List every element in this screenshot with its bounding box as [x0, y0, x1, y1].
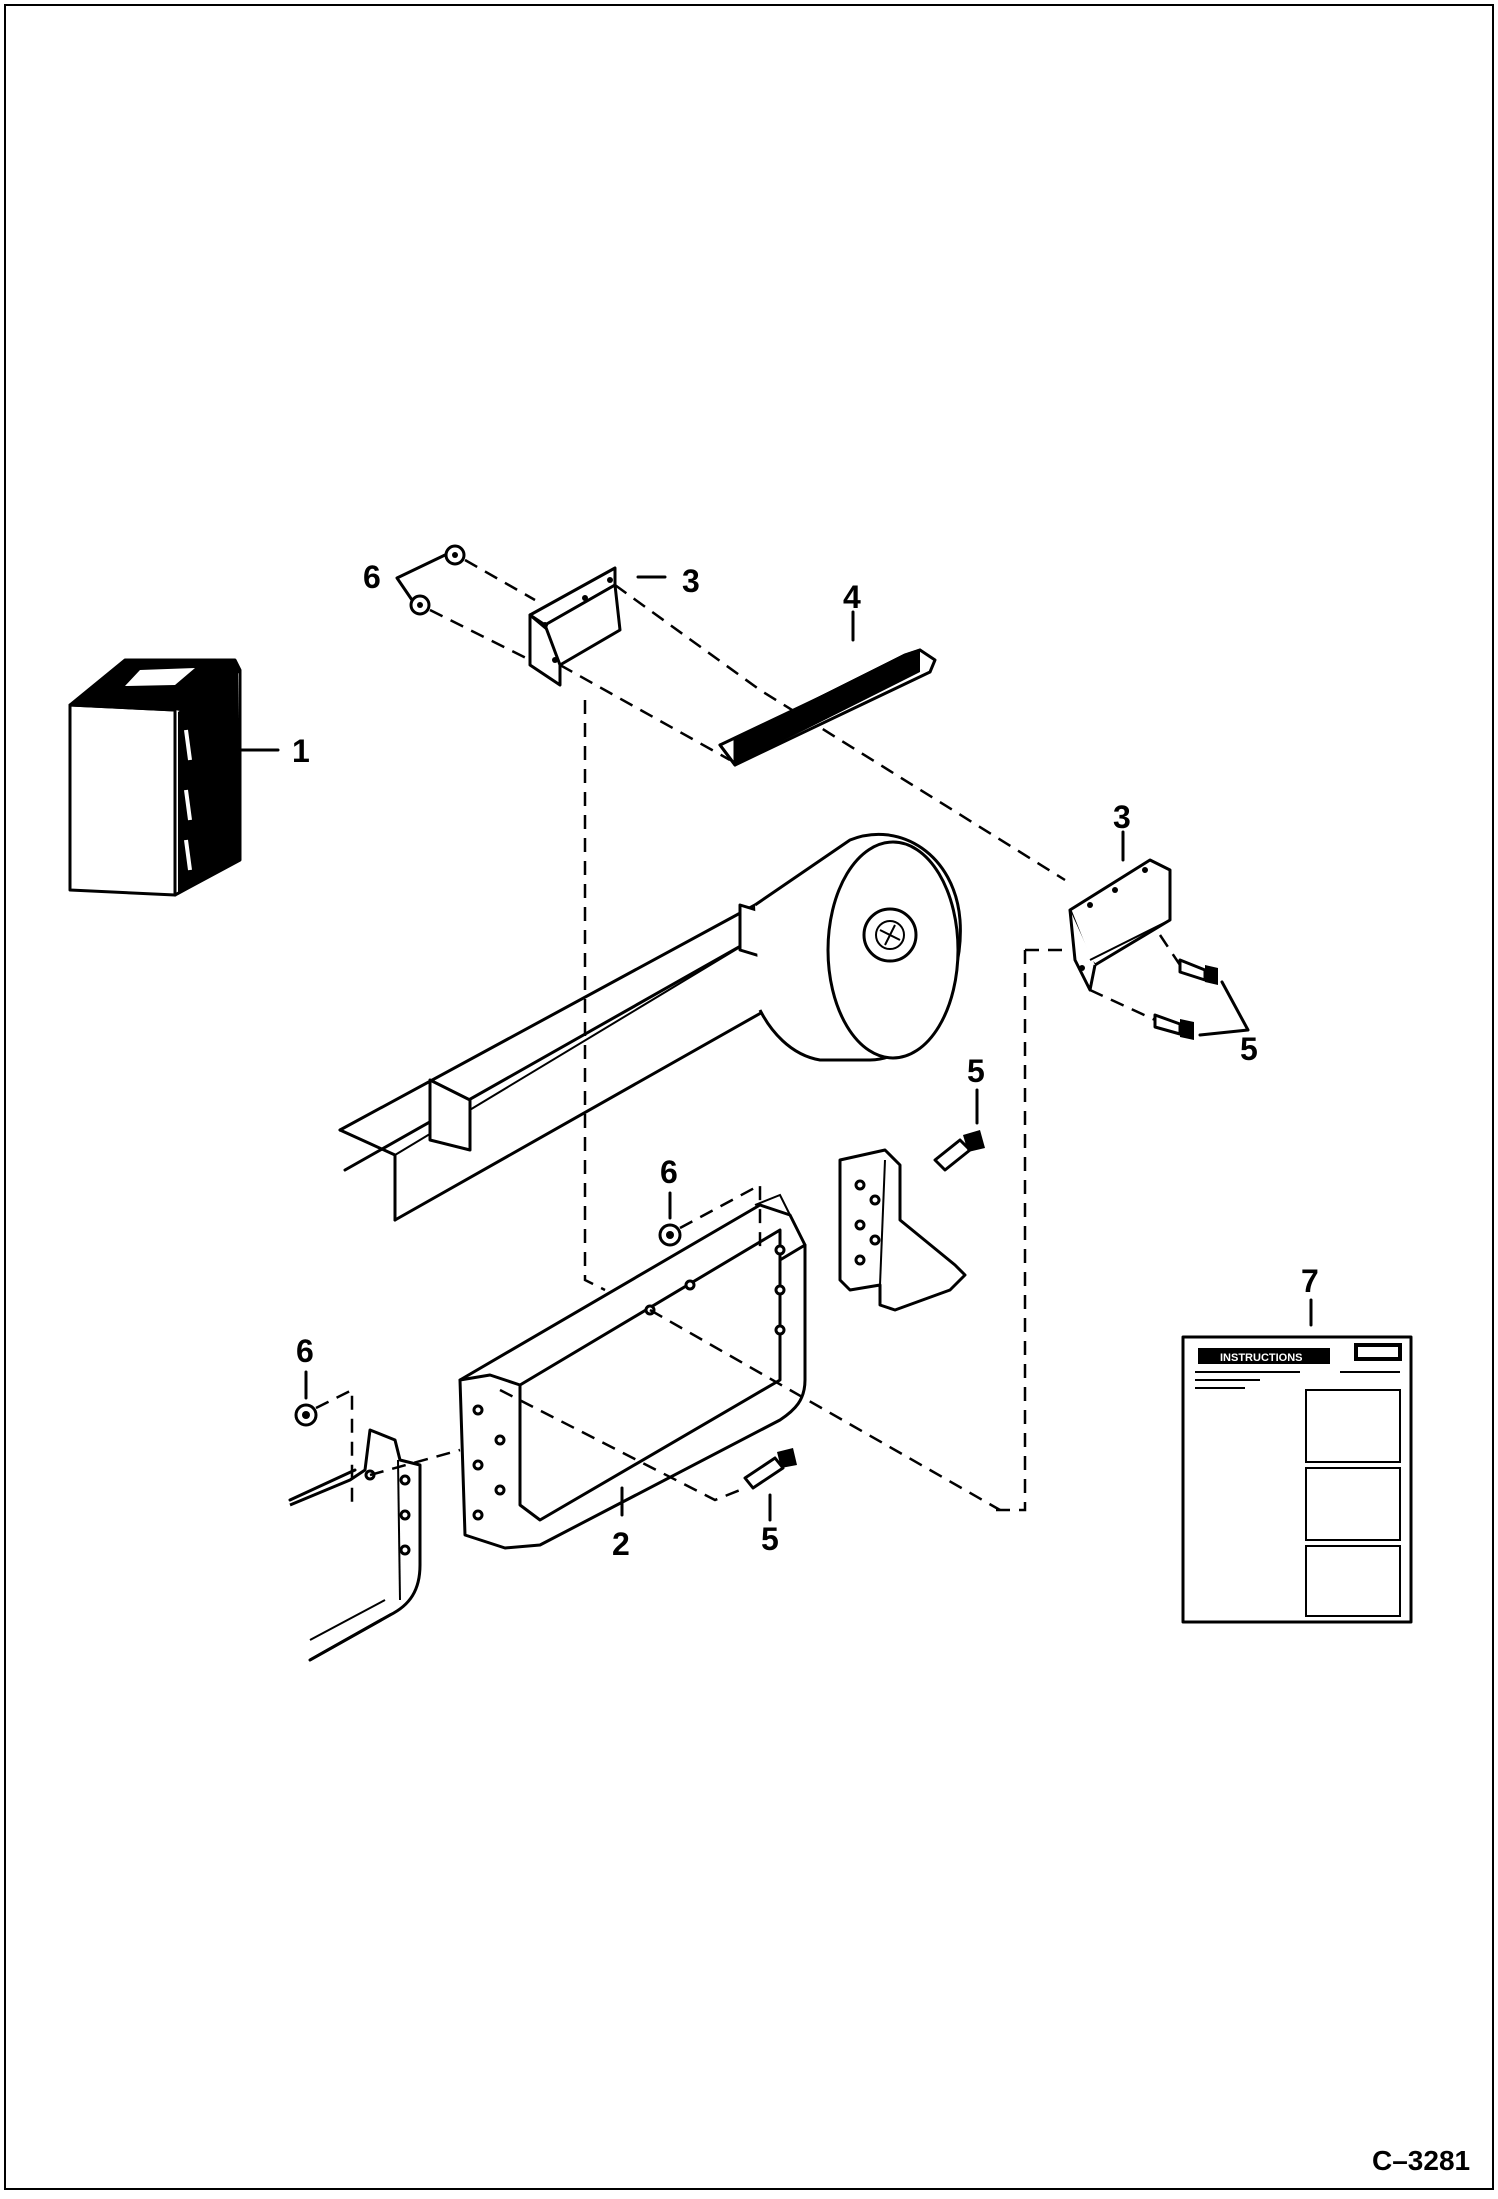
part-7-instruction-sheet: INSTRUCTIONS: [1181, 1335, 1413, 1624]
boom-arm: [338, 832, 962, 1222]
callout-3a: 3: [682, 563, 700, 599]
callout-6c: 6: [296, 1333, 314, 1369]
part-4-cover: [718, 648, 937, 767]
callout-5a: 5: [1240, 1031, 1258, 1067]
callout-7: 7: [1301, 1263, 1319, 1299]
part-6-nut-middle: [658, 1223, 682, 1247]
part-5-bolt-bottom: [743, 1448, 797, 1490]
part-6-nut-lower: [294, 1403, 318, 1427]
part-2-u-bracket: [458, 1193, 807, 1550]
leader-5a: [1198, 980, 1250, 1037]
part-5-bolts-right: [1153, 958, 1218, 1040]
callout-4: 4: [843, 579, 861, 615]
part-3-right-bracket: [1068, 858, 1172, 992]
callout-6b: 6: [660, 1154, 678, 1190]
part-6-nut-upper: [409, 544, 466, 616]
callout-3b: 3: [1113, 799, 1131, 835]
callout-6a: 6: [363, 559, 381, 595]
callout-2: 2: [612, 1526, 630, 1562]
callout-5c: 5: [761, 1521, 779, 1557]
instruction-sheet-title: INSTRUCTIONS: [1220, 1352, 1303, 1364]
part-1-box: [68, 658, 242, 897]
drawing-number: C–3281: [1372, 2145, 1470, 2176]
page-border: [4, 4, 1494, 2190]
left-lower-bracket: [288, 1428, 422, 1662]
callout-5b: 5: [967, 1053, 985, 1089]
side-hanger: [838, 1148, 967, 1312]
callout-1: 1: [292, 733, 310, 769]
part-3-upper-bracket: [528, 566, 622, 687]
leader-6a: [395, 553, 447, 602]
part-5-bolt-middle: [933, 1130, 985, 1172]
